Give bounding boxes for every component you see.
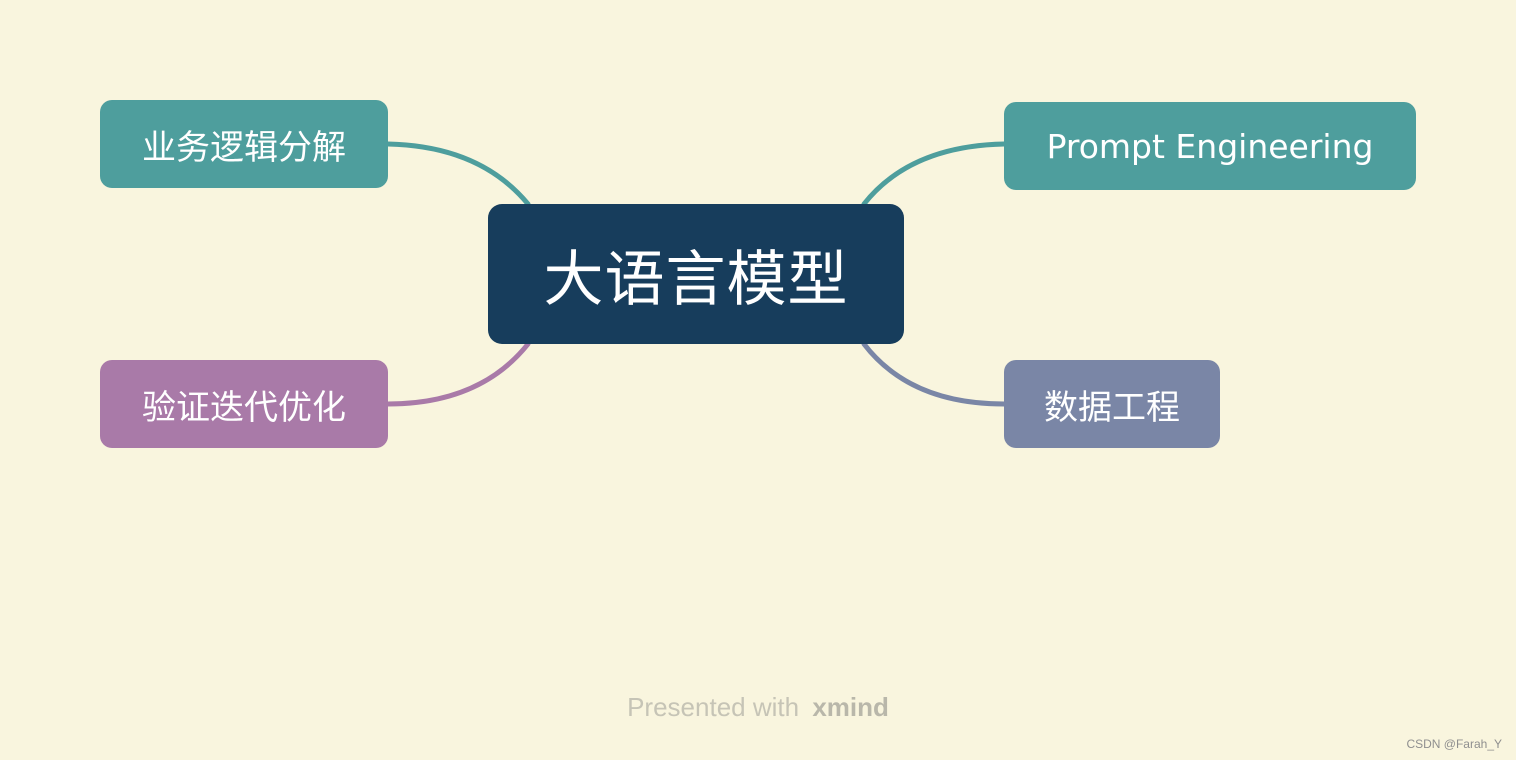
presented-with-footer: Presented with xmind	[0, 692, 1516, 723]
csdn-watermark: CSDN @Farah_Y	[1406, 737, 1502, 751]
xmind-brand: xmind	[812, 692, 889, 722]
connector-prompt-engineering	[861, 141, 1007, 207]
connector-validation	[385, 341, 531, 407]
branch-topic-prompt-engineering[interactable]: Prompt Engineering	[1004, 102, 1416, 190]
branch-topic-data-engineering[interactable]: 数据工程	[1004, 360, 1220, 448]
presented-with-text: Presented with	[627, 692, 800, 722]
connector-business-logic	[385, 141, 531, 207]
branch-topic-business-logic[interactable]: 业务逻辑分解	[100, 100, 388, 188]
connector-data-engineering	[861, 341, 1007, 407]
central-topic[interactable]: 大语言模型	[488, 204, 904, 344]
branch-topic-validation[interactable]: 验证迭代优化	[100, 360, 388, 448]
